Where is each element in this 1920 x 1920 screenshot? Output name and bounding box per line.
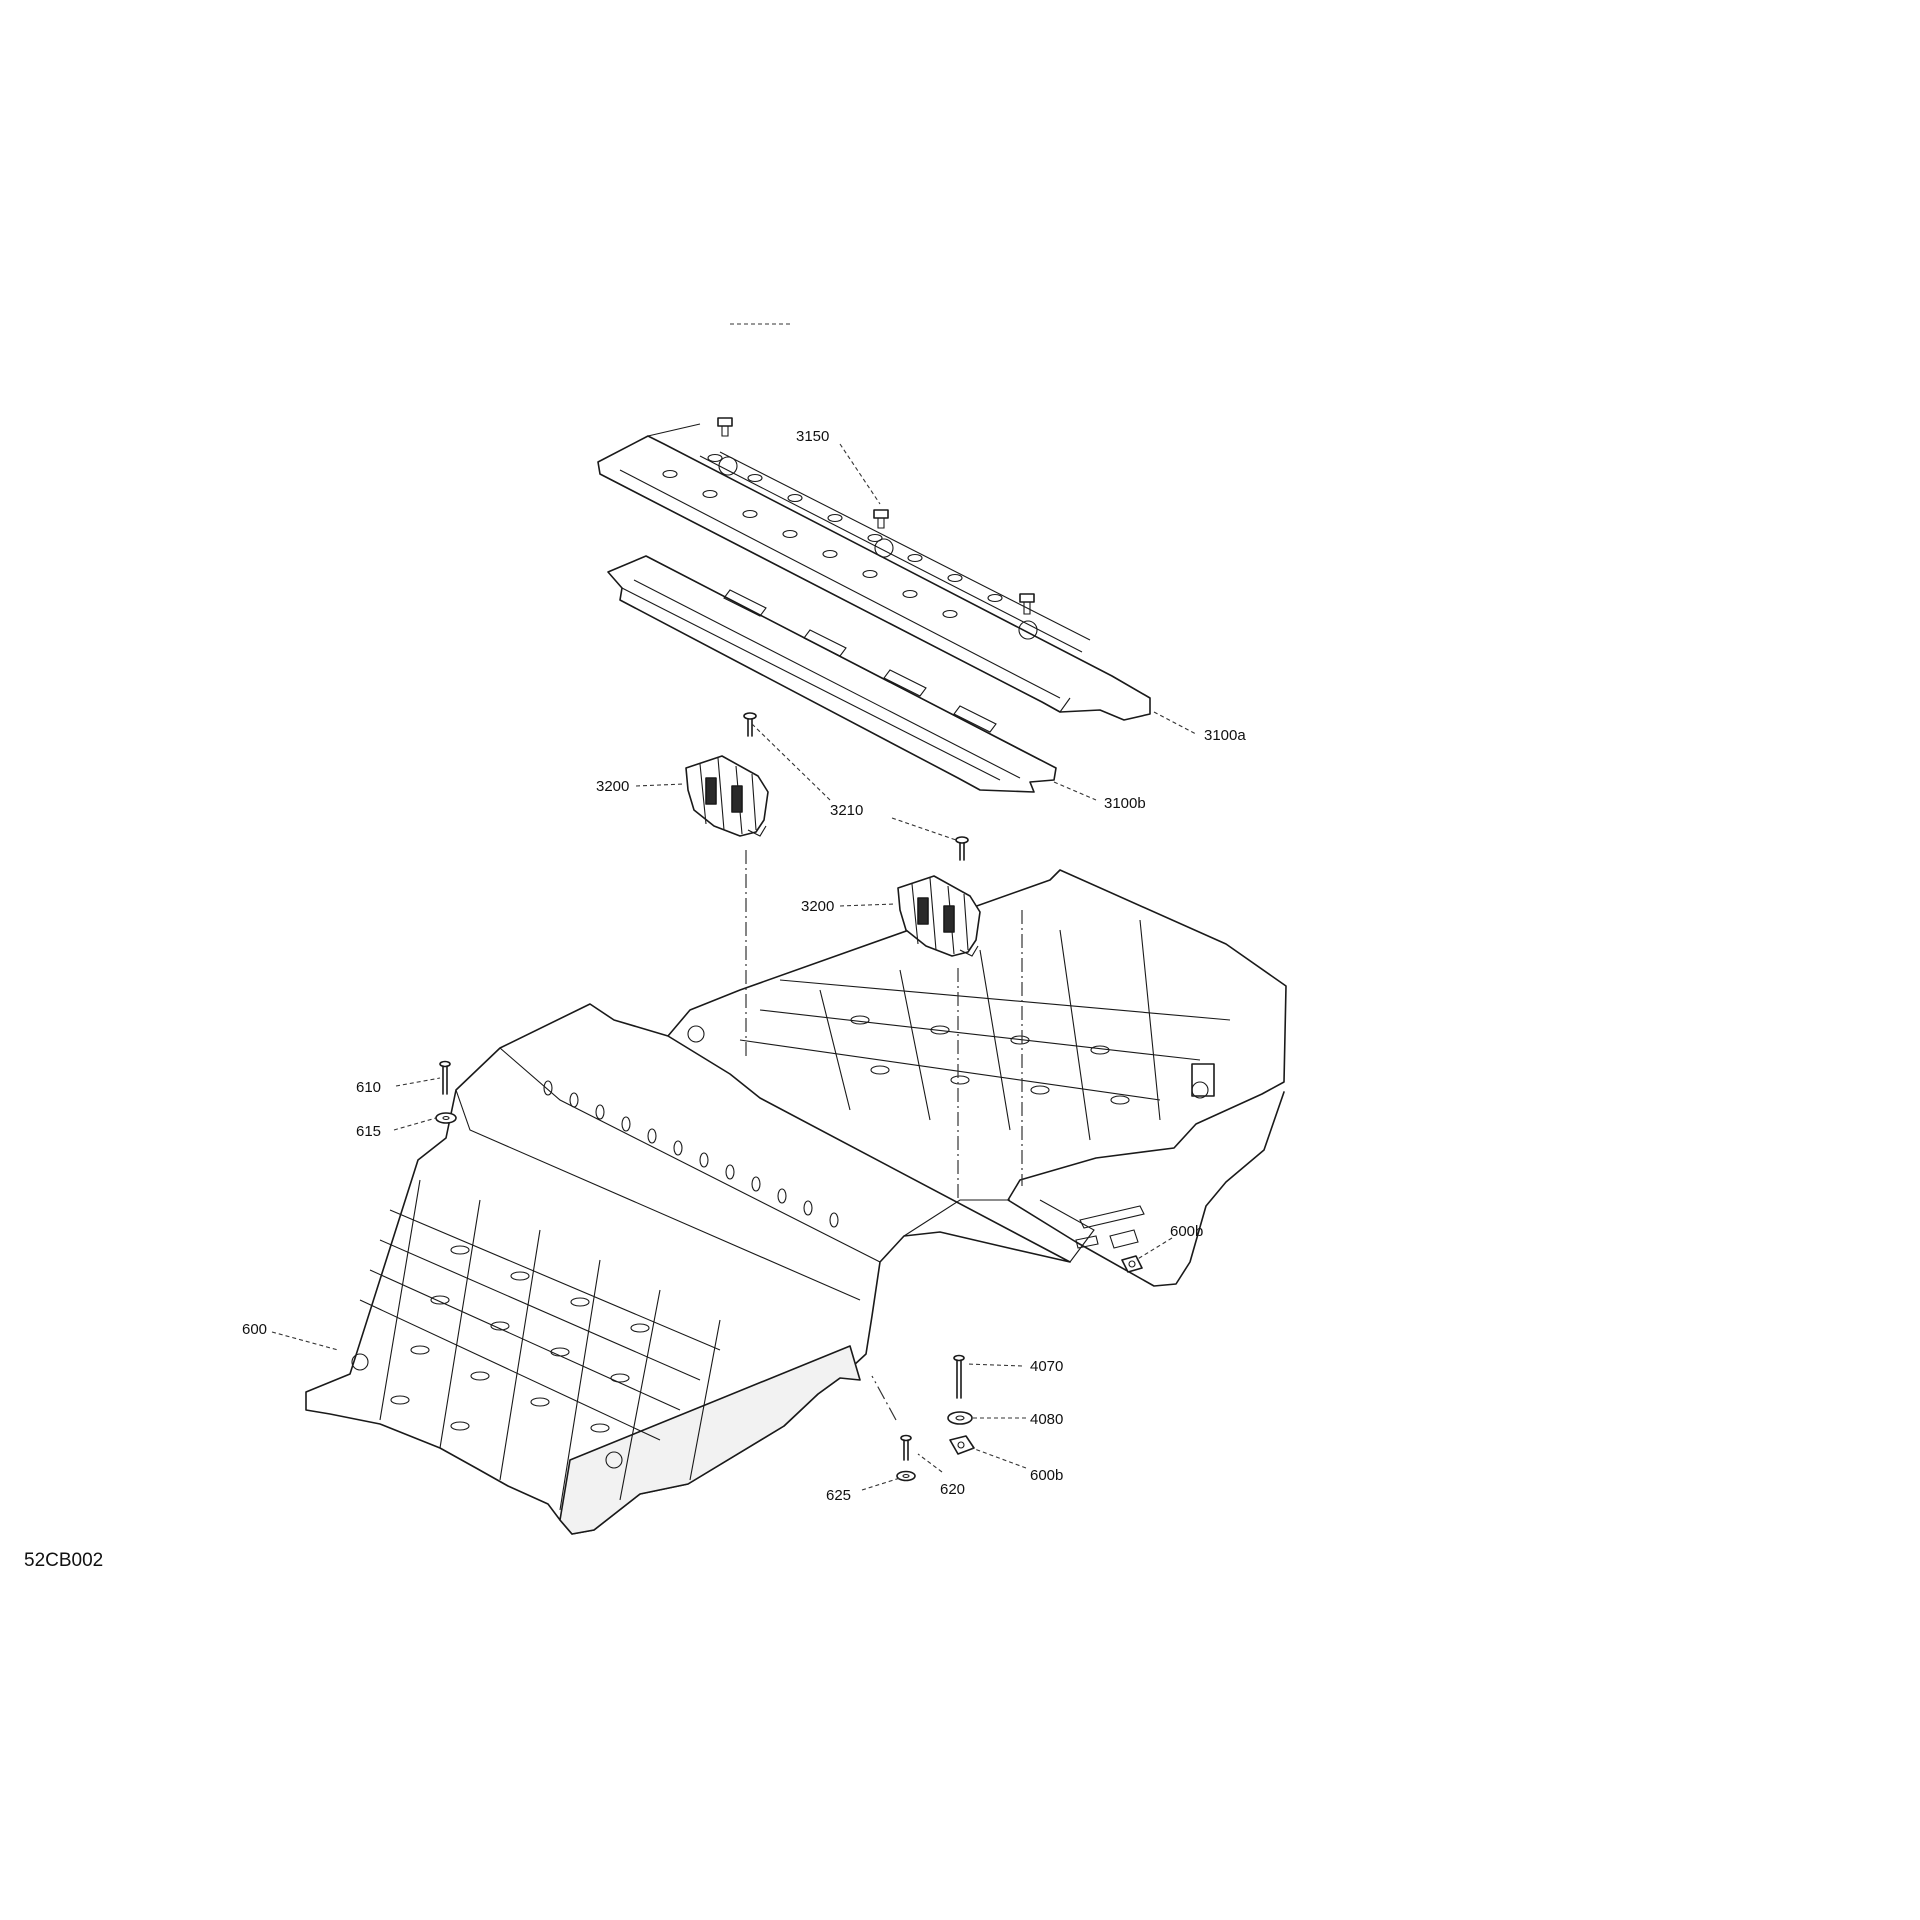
callout-labels: 3150 3100a 3100b 3200 3210 3200 610 615 … <box>242 428 1246 1504</box>
part-625-washer[interactable] <box>896 1470 916 1482</box>
callout-3200-left: 3200 <box>596 778 629 795</box>
callout-4080: 4080 <box>1030 1411 1063 1428</box>
part-3150-clip-3[interactable] <box>1019 593 1035 615</box>
part-610-screw[interactable] <box>439 1060 451 1095</box>
part-3210-screw-left[interactable] <box>743 712 757 737</box>
part-600-floor-panel[interactable] <box>305 869 1287 1535</box>
part-3100a-cover[interactable] <box>597 423 1151 721</box>
part-3200-bracket-left[interactable] <box>685 755 769 837</box>
callout-3100b: 3100b <box>1104 795 1146 812</box>
part-620-screw[interactable] <box>900 1434 912 1461</box>
callout-600b-bottom: 600b <box>1030 1467 1063 1484</box>
callout-3200-right: 3200 <box>801 898 834 915</box>
part-615-washer[interactable] <box>435 1112 457 1124</box>
callout-615: 615 <box>356 1123 381 1140</box>
callout-3150: 3150 <box>796 428 829 445</box>
part-4070-screw[interactable] <box>953 1354 965 1399</box>
part-3210-screw-right[interactable] <box>955 836 969 861</box>
callout-600: 600 <box>242 1321 267 1338</box>
part-3100b-panel[interactable] <box>607 555 1057 793</box>
drawing-reference: 52CB002 <box>24 1550 103 1571</box>
callout-600b-top: 600b <box>1170 1223 1203 1240</box>
part-3200-bracket-right[interactable] <box>897 875 981 957</box>
callout-625: 625 <box>826 1487 851 1504</box>
part-3150-clip-2[interactable] <box>873 509 889 529</box>
callout-3100a: 3100a <box>1204 727 1246 744</box>
callout-620: 620 <box>940 1481 965 1498</box>
leader-lines <box>271 323 1197 1491</box>
assembly-axis-lines <box>745 850 1023 1421</box>
callout-610: 610 <box>356 1079 381 1096</box>
callout-4070: 4070 <box>1030 1358 1063 1375</box>
callout-3210: 3210 <box>830 802 863 819</box>
part-600b-nut-bottom[interactable] <box>949 1435 975 1455</box>
part-600b-nut-top[interactable] <box>1121 1255 1143 1273</box>
part-4080-washer[interactable] <box>947 1411 973 1425</box>
part-3150-clip-1[interactable] <box>717 417 733 437</box>
